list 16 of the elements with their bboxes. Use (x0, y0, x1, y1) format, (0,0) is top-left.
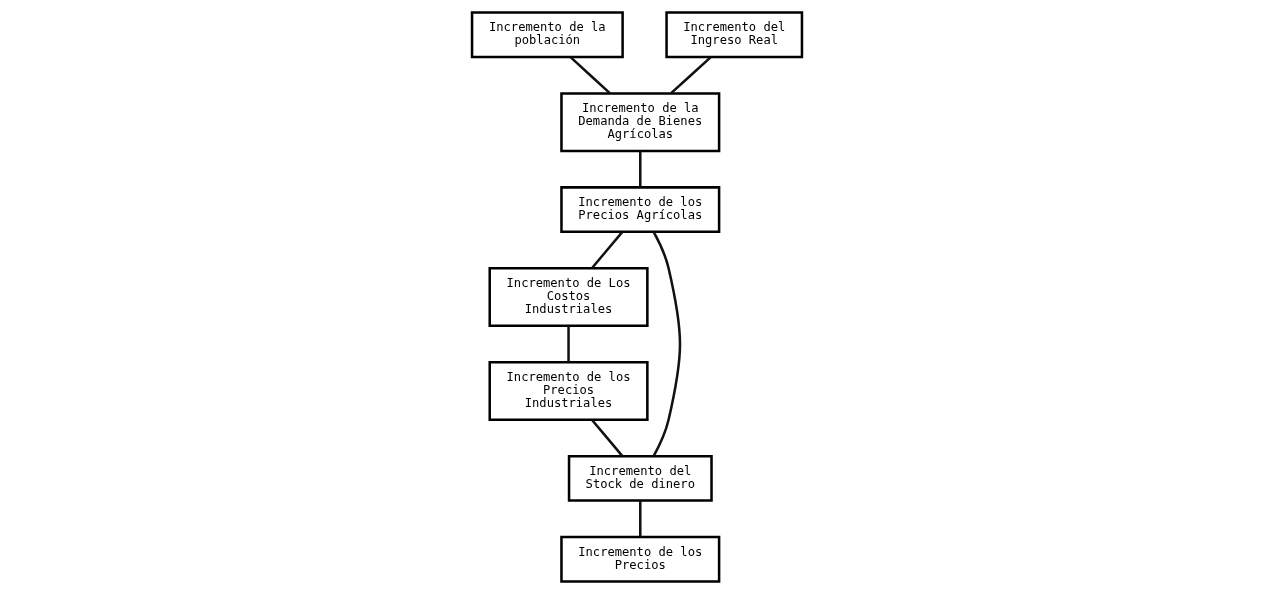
node-box: Incremento de Los Costos Industriales (487, 266, 649, 328)
connector (566, 326, 570, 363)
connector (590, 231, 623, 269)
node-box: Incremento del Stock de dinero (567, 454, 713, 502)
node-box: Incremento de la población (470, 11, 624, 59)
connector (590, 419, 623, 457)
connector (569, 56, 611, 95)
connector (638, 500, 642, 537)
connector (652, 231, 681, 457)
connector (669, 56, 711, 95)
node-box: Incremento de los Precios (559, 535, 720, 583)
node-box: Incremento de la Demanda de Bienes Agrícolas (559, 92, 720, 153)
node-box: Incremento de los Precios Industriales (487, 360, 649, 422)
node-box: Incremento del Ingreso Real (664, 11, 803, 59)
connector (638, 151, 642, 188)
node-box: Incremento de los Precios Agrícolas (559, 186, 720, 234)
